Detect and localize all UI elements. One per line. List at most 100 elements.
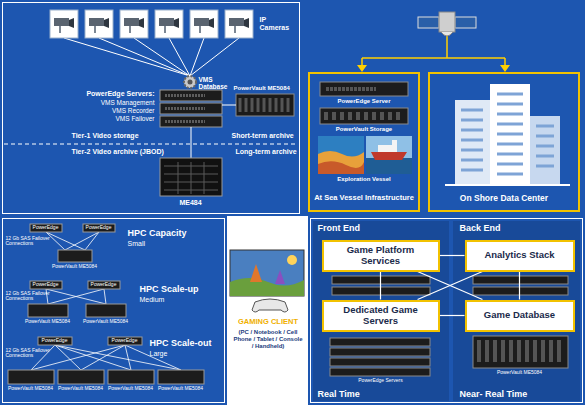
game-character <box>275 270 285 284</box>
service-box: Dedicated Game Servers <box>322 300 440 332</box>
storage-link <box>191 105 236 158</box>
storage-array <box>236 94 294 116</box>
game-ground <box>230 278 304 296</box>
node-text: Long-term archive <box>236 148 298 156</box>
storage-array <box>28 304 68 317</box>
server-unit <box>330 348 430 356</box>
seabed-layer <box>318 151 364 174</box>
box-title: Analytics Stack <box>478 250 560 261</box>
game-sun <box>287 255 297 265</box>
ground-line <box>445 184 570 186</box>
node-text: Real Time <box>318 389 418 399</box>
building-windows <box>461 94 554 174</box>
node-text: PowerVault ME5084 <box>158 386 204 392</box>
server-unit <box>30 224 62 232</box>
storage-array <box>86 304 126 317</box>
node-text: PowerVault Storage <box>312 126 416 133</box>
connector-line <box>440 255 465 256</box>
storage-array <box>320 108 408 124</box>
ship-hull <box>371 152 407 160</box>
solar-panel <box>455 17 476 28</box>
node-text: Small <box>128 240 223 248</box>
node-text: PowerEdge <box>108 338 142 344</box>
node-text: ME484 <box>160 199 222 207</box>
sas-links <box>46 232 99 250</box>
satellite-body <box>439 12 455 32</box>
hpc-panel: PowerEdgePowerEdge12 Gb SAS Failover Con… <box>2 218 225 403</box>
connector-line <box>440 315 465 316</box>
vms-panel: IP CamerasVMS DatabasePowerEdge Servers:… <box>2 2 300 214</box>
drive-slots <box>479 340 559 362</box>
connector-line <box>380 272 381 300</box>
node-text: Tier-1 Video storage <box>72 132 192 140</box>
service-box: Game Database <box>465 300 575 332</box>
node-text: Medium <box>140 296 223 304</box>
node-text: PowerVault ME5084 <box>22 319 74 325</box>
node-text: VMS Failover <box>65 115 155 122</box>
server-unit <box>330 358 430 366</box>
gear-symbol <box>184 76 196 88</box>
jbod-enclosure <box>160 158 222 196</box>
server-bays <box>326 87 376 91</box>
node-text: Near- Real Time <box>460 389 570 399</box>
server-unit <box>30 281 62 289</box>
game-panel: Front EndBack EndPowerEdge ServersPowerV… <box>310 218 583 403</box>
storage-array <box>473 336 568 368</box>
node-text: PowerEdge <box>38 338 72 344</box>
game-screen <box>230 250 304 296</box>
node-text: HPC Scale-up <box>140 284 223 294</box>
vessel-image <box>366 136 412 174</box>
node-text: Back End <box>460 223 560 233</box>
node-text: VMS Management <box>65 99 155 106</box>
server-unit <box>330 338 430 346</box>
server-bays <box>165 96 205 122</box>
storage-array <box>58 370 104 384</box>
node-text: Large <box>150 350 223 358</box>
node-text: 12 Gb SAS Failover Connections <box>6 236 54 248</box>
drive-slots <box>326 112 398 120</box>
service-box: Analytics Stack <box>465 240 575 272</box>
node-text: IP Cameras <box>260 16 292 32</box>
node-text: PowerEdge <box>30 282 62 288</box>
seabed-layer <box>318 161 364 174</box>
node-text: PowerEdge <box>88 282 120 288</box>
node-text: PowerVault ME5084 <box>234 85 300 92</box>
node-text: PowerVault ME5084 <box>80 319 132 325</box>
camera-body <box>54 18 244 26</box>
node-text: HPC Capacity <box>128 228 223 238</box>
node-text: PowerEdge <box>83 225 115 231</box>
site-box: On Shore Data Center <box>428 72 580 212</box>
sea-water <box>366 158 412 174</box>
sas-links <box>46 289 106 304</box>
node-text: PowerEdge Servers: <box>65 90 155 98</box>
node-text: Front End <box>318 223 418 233</box>
node-text: PowerVault ME5084 <box>50 264 100 270</box>
game-background <box>308 216 585 405</box>
node-text: On Shore Data Center <box>430 194 578 204</box>
box-title: Dedicated Game Servers <box>324 305 438 327</box>
node-text: VMS Recorder <box>65 107 155 114</box>
server-unit <box>108 337 142 345</box>
node-text: PowerVault ME5084 <box>108 386 154 392</box>
server-unit <box>332 276 430 284</box>
jbod-grid <box>164 162 218 194</box>
server-unit <box>473 276 568 284</box>
sas-links <box>31 345 181 370</box>
node-text: At Sea Vessel Infrastructure <box>310 194 418 203</box>
server-unit <box>38 337 72 345</box>
server-unit <box>332 287 430 295</box>
server-unit <box>320 82 408 96</box>
service-box: Game Platform Services <box>322 240 440 272</box>
seabed-image <box>318 136 364 174</box>
satellite-dish <box>441 32 453 36</box>
node-text: Exploration Vessel <box>312 176 416 183</box>
node-text: PowerVault ME5084 <box>58 386 104 392</box>
game-controller <box>252 299 288 312</box>
connector-line <box>418 272 483 300</box>
gear-hub <box>188 80 193 85</box>
back-end-column <box>453 221 580 401</box>
node-text: PowerVault ME5084 <box>8 386 54 392</box>
box-title: Game Platform Services <box>324 245 438 267</box>
server-unit <box>473 287 568 295</box>
